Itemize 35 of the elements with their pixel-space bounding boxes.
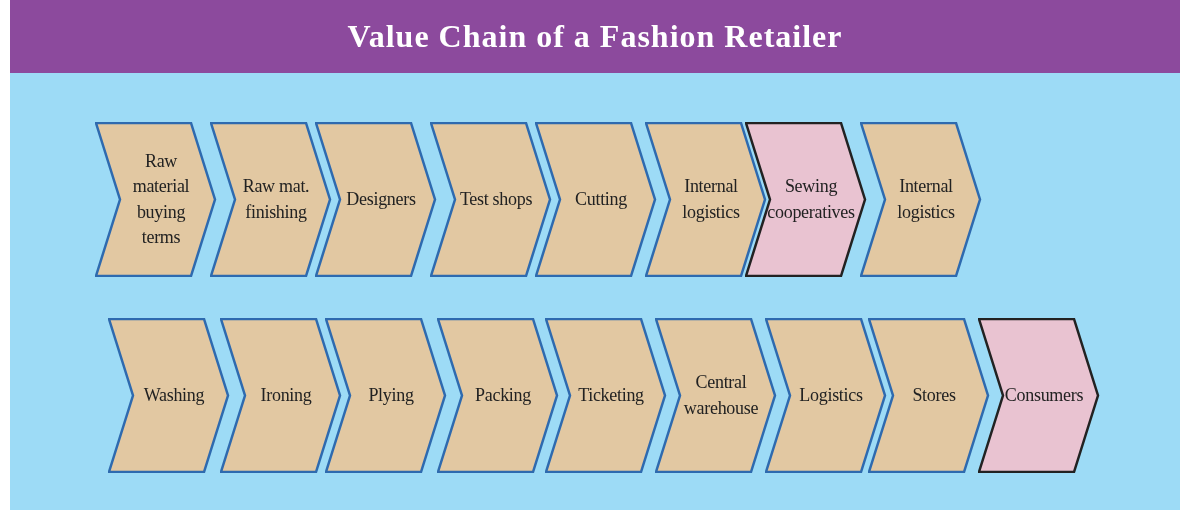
chevron-step <box>220 318 342 473</box>
chevron-step <box>535 122 657 277</box>
step-label: Cutting <box>574 187 628 211</box>
step-label: Test shops <box>458 187 534 211</box>
step-label: Raw mat. finishing <box>241 175 311 224</box>
chevron-step <box>210 122 332 277</box>
chevron-step <box>745 122 867 277</box>
step-label: Ironing <box>259 383 313 407</box>
title-banner: Value Chain of a Fashion Retailer <box>10 0 1180 73</box>
chevron-step <box>765 318 887 473</box>
step-label: Consumers <box>1003 383 1085 407</box>
step-label: Logistics <box>798 383 864 407</box>
step-label: Washing <box>142 383 206 407</box>
chevron-step <box>108 318 230 473</box>
chevron-step <box>545 318 667 473</box>
step-label: Central warehouse <box>682 371 760 420</box>
step-label: Sewing cooperatives <box>769 175 853 224</box>
chevron-step <box>645 122 767 277</box>
chevron-step <box>430 122 552 277</box>
step-label: Ticketing <box>577 383 645 407</box>
step-label: Internal logistics <box>896 175 956 224</box>
step-label: Raw material buying terms <box>131 150 191 249</box>
step-label: Internal logistics <box>681 175 741 224</box>
step-label: Stores <box>911 383 957 407</box>
chevron-step <box>95 122 217 277</box>
step-label: Packing <box>474 383 532 407</box>
chevron-step <box>315 122 437 277</box>
chevron-step <box>978 318 1100 473</box>
chevron-step <box>325 318 447 473</box>
chevron-step <box>868 318 990 473</box>
chevron-step <box>860 122 982 277</box>
chevron-step <box>655 318 777 473</box>
step-label: Designers <box>345 187 417 211</box>
chevron-step <box>437 318 559 473</box>
step-label: Plying <box>367 383 415 407</box>
